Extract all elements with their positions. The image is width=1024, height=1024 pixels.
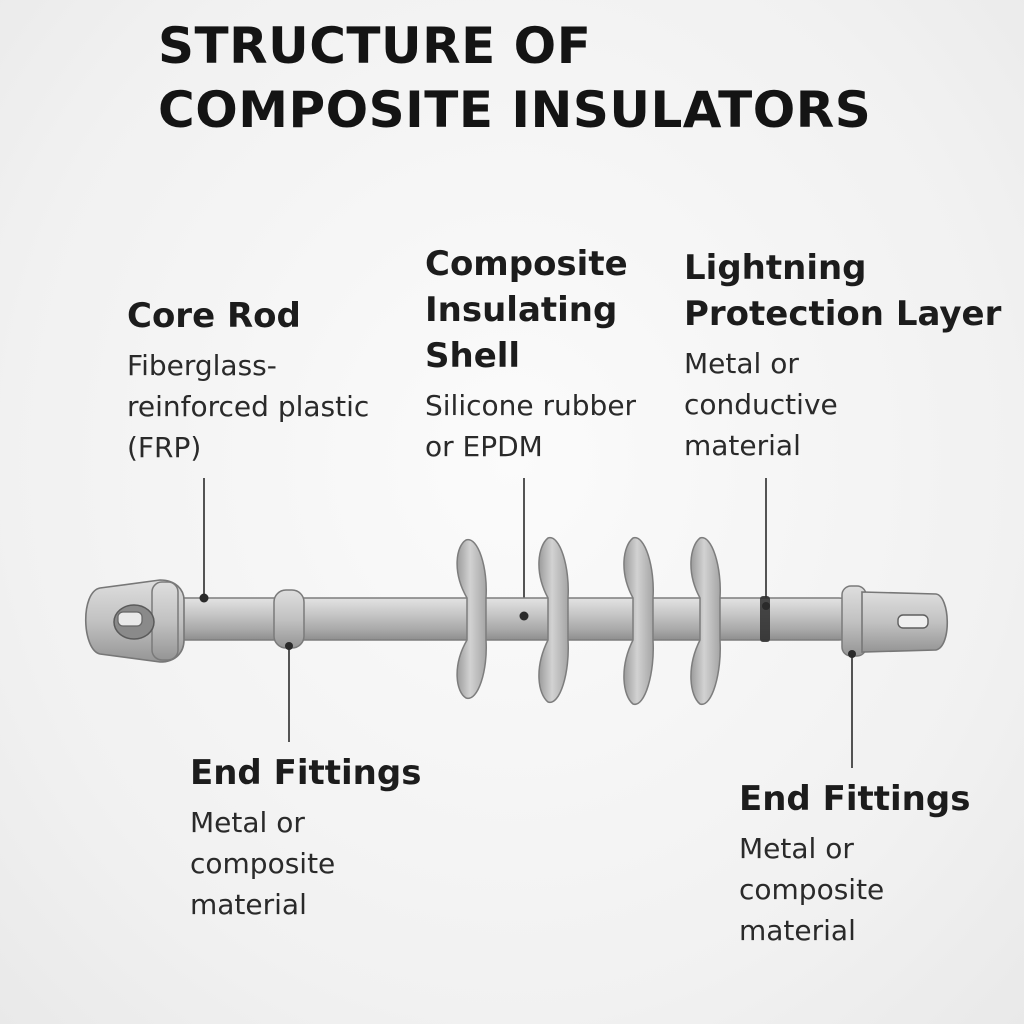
label-core-rod: Core Rod Fiberglass- reinforced plastic … [127,293,369,468]
core-rod-description: Fiberglass- reinforced plastic (FRP) [127,349,370,464]
anchor-dot-shell [519,611,529,621]
title-line-1: STRUCTURE OF [158,17,592,75]
shell-description: Silicone rubber or EPDM [425,389,637,463]
end-left-description: Metal or composite material [190,806,336,921]
shed-1 [456,539,487,699]
anchor-dot-core-rod [199,593,209,603]
core-rod-body [164,597,856,641]
lightning-description: Metal or conductive material [684,347,838,462]
anchor-dot-end-left [285,642,293,650]
shed-3 [623,537,654,705]
title-line-2: COMPOSITE INSULATORS [158,81,872,139]
shed-2 [538,537,569,703]
end-right-description: Metal or composite material [739,832,885,947]
label-lightning-protection: Lightning Protection Layer Metal or cond… [684,245,1001,466]
core-rod-heading: Core Rod [127,296,301,336]
left-end-fitting [84,579,185,663]
label-end-fittings-left: End Fittings Metal or composite material [190,750,421,925]
end-left-heading: End Fittings [190,753,422,793]
anchor-dots [199,593,856,658]
right-end-fitting [841,585,948,657]
label-end-fittings-right: End Fittings Metal or composite material [739,776,970,951]
anchor-dot-end-right [848,650,856,658]
leader-lines [203,478,853,768]
label-composite-shell: Composite Insulating Shell Silicone rubb… [425,241,636,467]
end-right-heading: End Fittings [739,779,971,819]
anchor-dot-lightning [762,602,770,610]
shell-heading: Composite Insulating Shell [425,244,628,376]
insulating-sheds [456,537,721,705]
end-fitting-collar [273,589,305,649]
lightning-heading: Lightning Protection Layer [684,248,1002,334]
diagram-title: STRUCTURE OF COMPOSITE INSULATORS [158,14,871,142]
right-fitting-slot [897,614,929,629]
shed-4 [690,537,721,705]
